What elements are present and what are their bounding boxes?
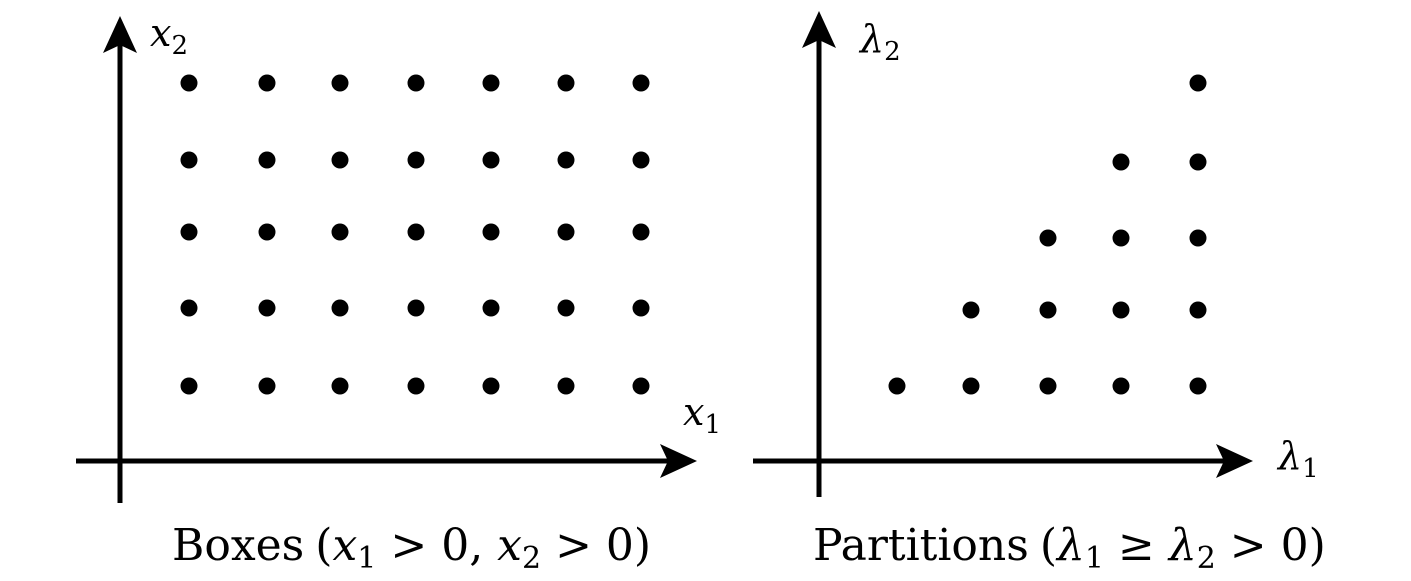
boxes-dot-c4-r1 <box>407 377 425 395</box>
boxes-dot-c6-r5 <box>557 74 575 92</box>
partitions-caption-b-rel: > 0) <box>1216 520 1326 571</box>
boxes-caption: Boxes (x1 > 0, x2 > 0) <box>172 520 651 576</box>
boxes-caption-b-var: x <box>497 520 522 571</box>
boxes-y-axis-label-var: x <box>150 11 171 55</box>
boxes-dot-c5-r1 <box>482 377 500 395</box>
partitions-y-axis-label: λ2 <box>858 17 901 67</box>
boxes-caption-a-rel: > 0, <box>376 520 497 571</box>
partitions-y-axis-label-sub: 2 <box>884 37 901 67</box>
boxes-dot-c4-r4 <box>407 151 425 169</box>
partitions-x-axis-arrowhead <box>1216 444 1253 478</box>
boxes-dot-c1-r3 <box>180 223 198 241</box>
partitions-dot-c3-r2 <box>1039 301 1057 319</box>
partitions-dot-c5-r5 <box>1189 74 1207 92</box>
boxes-y-axis <box>103 16 137 503</box>
boxes-x-axis-label-var: x <box>683 390 704 434</box>
boxes-dot-c3-r3 <box>331 223 349 241</box>
partitions-caption-a-sub: 1 <box>1085 541 1104 576</box>
boxes-dot-c7-r2 <box>632 299 650 317</box>
boxes-dot-c2-r2 <box>258 299 276 317</box>
boxes-x-axis-arrowhead <box>660 444 697 478</box>
boxes-dot-c4-r3 <box>407 223 425 241</box>
boxes-caption-a-var: x <box>332 520 357 571</box>
boxes-caption-b-sub: 2 <box>522 541 541 576</box>
partitions-dot-c5-r2 <box>1189 301 1207 319</box>
boxes-dot-c5-r3 <box>482 223 500 241</box>
partitions-dot-c5-r3 <box>1189 229 1207 247</box>
boxes-dot-c3-r2 <box>331 299 349 317</box>
boxes-dot-c2-r3 <box>258 223 276 241</box>
partitions-dot-c2-r1 <box>962 377 980 395</box>
partitions-dot-c4-r2 <box>1112 301 1130 319</box>
boxes-dot-c5-r2 <box>482 299 500 317</box>
partitions-dot-c4-r1 <box>1112 377 1130 395</box>
boxes-lattice <box>180 74 650 395</box>
boxes-dot-c2-r1 <box>258 377 276 395</box>
partitions-caption-a-rel: ≥ <box>1104 520 1169 571</box>
boxes-dot-c2-r5 <box>258 74 276 92</box>
boxes-dot-c3-r5 <box>331 74 349 92</box>
boxes-dot-c5-r4 <box>482 151 500 169</box>
partitions-panel: λ2 λ1 Partitions (λ1 ≥ λ2 > 0) <box>753 11 1326 576</box>
boxes-dot-c7-r1 <box>632 377 650 395</box>
partitions-x-axis-label: λ1 <box>1276 434 1319 484</box>
boxes-dot-c3-r4 <box>331 151 349 169</box>
partitions-dot-c4-r3 <box>1112 229 1130 247</box>
partitions-caption-b-var: λ <box>1167 520 1197 571</box>
boxes-dot-c1-r5 <box>180 74 198 92</box>
boxes-dot-c3-r1 <box>331 377 349 395</box>
partitions-caption-open: ( <box>1040 520 1057 571</box>
boxes-dot-c4-r5 <box>407 74 425 92</box>
boxes-dot-c7-r3 <box>632 223 650 241</box>
boxes-dot-c6-r1 <box>557 377 575 395</box>
partitions-staircase <box>888 74 1207 395</box>
boxes-dot-c1-r1 <box>180 377 198 395</box>
partitions-dot-c2-r2 <box>962 301 980 319</box>
boxes-y-axis-arrowhead <box>103 16 137 53</box>
partitions-dot-c5-r1 <box>1189 377 1207 395</box>
boxes-dot-c5-r5 <box>482 74 500 92</box>
partitions-y-axis-arrowhead <box>802 11 836 48</box>
boxes-caption-open: ( <box>315 520 332 571</box>
boxes-y-axis-label: x2 <box>150 11 188 61</box>
partitions-y-axis-label-var: λ <box>858 17 884 61</box>
boxes-dot-c6-r4 <box>557 151 575 169</box>
boxes-caption-a-sub: 1 <box>357 541 376 576</box>
partitions-x-axis-label-sub: 1 <box>1302 454 1319 484</box>
boxes-dot-c7-r4 <box>632 151 650 169</box>
partitions-dot-c3-r3 <box>1039 229 1057 247</box>
boxes-dot-c7-r5 <box>632 74 650 92</box>
partitions-y-axis <box>802 11 836 497</box>
partitions-caption-b-sub: 2 <box>1197 541 1216 576</box>
boxes-caption-b-rel: > 0) <box>541 520 651 571</box>
boxes-caption-word: Boxes <box>172 520 304 571</box>
partitions-caption-word: Partitions <box>813 520 1029 571</box>
boxes-dot-c4-r2 <box>407 299 425 317</box>
boxes-dot-c2-r4 <box>258 151 276 169</box>
boxes-x-axis-label-sub: 1 <box>704 410 721 440</box>
partitions-dot-c5-r4 <box>1189 153 1207 171</box>
boxes-dot-c1-r2 <box>180 299 198 317</box>
boxes-dot-c6-r2 <box>557 299 575 317</box>
boxes-y-axis-label-sub: 2 <box>171 31 188 61</box>
partitions-dot-c3-r1 <box>1039 377 1057 395</box>
boxes-x-axis <box>76 444 697 478</box>
boxes-panel: x2 x1 Boxes (x1 > 0, x2 > 0) <box>76 11 721 576</box>
boxes-x-axis-label: x1 <box>683 390 721 440</box>
partitions-dot-c4-r4 <box>1112 153 1130 171</box>
boxes-dot-c1-r4 <box>180 151 198 169</box>
partitions-x-axis-label-var: λ <box>1276 434 1302 478</box>
partitions-x-axis <box>753 444 1253 478</box>
partitions-dot-c1-r1 <box>888 377 906 395</box>
partitions-caption: Partitions (λ1 ≥ λ2 > 0) <box>813 520 1326 576</box>
partitions-caption-a-var: λ <box>1055 520 1085 571</box>
boxes-dot-c6-r3 <box>557 223 575 241</box>
